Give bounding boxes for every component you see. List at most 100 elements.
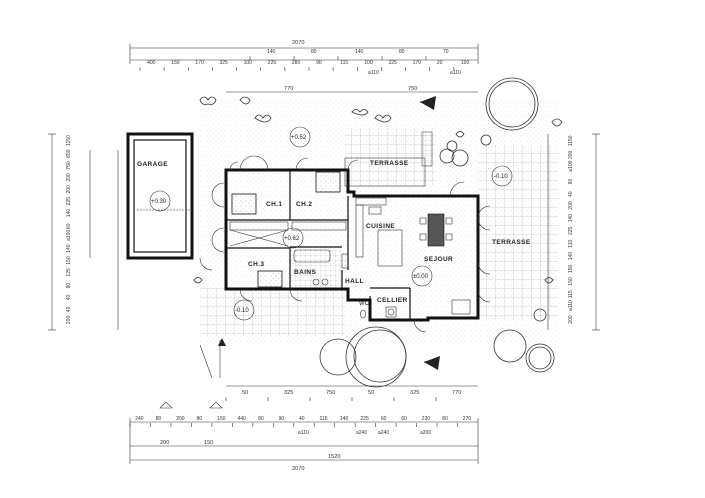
- chair-4: [445, 233, 453, 241]
- dim-bottom-row1-4: 80: [197, 416, 203, 422]
- room-label-cuisine: CUISINE: [366, 223, 395, 230]
- dim-bottom-row3-2: 150: [204, 440, 213, 446]
- dim-bottom-upper-2: 325: [284, 390, 293, 396]
- dim-left-12: 125: [66, 268, 72, 277]
- level-triangle-2: [209, 401, 223, 409]
- level-marker-west: [233, 299, 255, 321]
- room-label-ch1: CH.1: [266, 201, 282, 208]
- house-outer-wall: [224, 168, 480, 322]
- bathtub: [293, 249, 331, 263]
- terrace-south-tiles: [200, 288, 345, 336]
- hall-steps: [341, 253, 349, 269]
- dim-bottom-row1-8: 90: [279, 416, 285, 422]
- dim-top-row2-3: 170: [195, 60, 204, 66]
- dim-top-row2-6: 225: [268, 60, 277, 66]
- closet-cross-2: [229, 229, 289, 247]
- dim-bottom-row1-7: 80: [258, 416, 264, 422]
- dim-bottom-sub-3: a240: [378, 430, 389, 436]
- room-label-sejour: SEJOUR: [424, 256, 453, 263]
- dim-top-row2-8: 90: [316, 60, 322, 66]
- dim-bottom-sub-1: a110: [298, 430, 309, 436]
- level-terrace: -0.10: [494, 174, 508, 180]
- dim-right-5: 40: [568, 191, 574, 197]
- dim-bottom-total: 2070: [292, 466, 304, 472]
- dim-left-9: a100: [66, 230, 72, 241]
- wardrobe-ch1: [229, 221, 289, 231]
- bed-ch1: [231, 193, 257, 215]
- level-west: -0.10: [235, 308, 249, 314]
- dim-top-row2-14: 100: [461, 60, 470, 66]
- level-marker-north: [289, 126, 311, 148]
- dim-right-6: 200: [568, 201, 574, 210]
- dim-right-10: 140: [568, 252, 574, 261]
- level-marker-terrace: [491, 165, 513, 187]
- dim-bottom-upper-3: 750: [326, 390, 335, 396]
- dim-top-row2-2: 150: [171, 60, 180, 66]
- chair-2: [419, 233, 427, 241]
- north-arrow-bottom: [423, 356, 440, 370]
- wardrobe-ch2: [291, 221, 347, 231]
- room-label-terrasse-east: TERRASSE: [492, 239, 531, 246]
- dim-top-row2-11: 225: [389, 60, 398, 66]
- level-sejour: ±0.00: [413, 274, 429, 280]
- kitchen-counter-top: [355, 197, 387, 206]
- garage-inner: [133, 139, 187, 253]
- dim-top-row2-4: 325: [220, 60, 229, 66]
- dim-left-4: 200: [66, 173, 72, 182]
- dim-left-13: 90: [66, 283, 72, 289]
- pergola: [421, 131, 433, 167]
- dim-top-mid-1: 770: [284, 86, 293, 92]
- kitchen-sink: [368, 206, 382, 215]
- room-label-ch2: CH.2: [296, 201, 312, 208]
- dim-bottom-row1-15: 230: [422, 416, 431, 422]
- dim-left-7: 140: [66, 209, 72, 218]
- vegetation: [193, 77, 563, 388]
- dimension-lines-left: [48, 133, 119, 331]
- dim-right-2: 200: [568, 150, 574, 159]
- dining-table: [427, 213, 445, 247]
- dim-bottom-row3-3: 1520: [328, 454, 340, 460]
- garage-outline: [126, 132, 194, 260]
- room-label-cellier: CELLIER: [377, 297, 408, 304]
- terrace-north-border: [344, 157, 426, 187]
- dim-bottom-row1-13: 60: [381, 416, 387, 422]
- door-swings: [199, 155, 491, 333]
- dim-right-9: 110: [568, 240, 574, 248]
- dim-left-group: 115065075020020022514060a100140150125904…: [66, 135, 72, 324]
- dim-top-row1-3: 140: [355, 49, 364, 55]
- dim-bottom-row1-1: 240: [135, 416, 144, 422]
- chair-1: [419, 217, 427, 225]
- dim-top-row1-5: 70: [443, 49, 449, 55]
- level-north: +0.52: [291, 135, 307, 141]
- dim-left-6: 225: [66, 197, 72, 206]
- dim-right-7: 140: [568, 214, 574, 223]
- dim-left-16: 200: [66, 316, 72, 325]
- dim-right-3: a100: [568, 160, 574, 171]
- dim-top-row1-1: 140: [267, 49, 276, 55]
- terrace-north-tiles: [345, 128, 435, 186]
- dim-bottom-row1-12: 225: [360, 416, 369, 422]
- bath-sink-2: [321, 278, 329, 286]
- dim-left-15: 40: [66, 306, 72, 312]
- bath-sink-1: [312, 278, 320, 286]
- room-label-hall: HALL: [345, 278, 364, 285]
- dim-bottom-row3-1: 200: [160, 440, 169, 446]
- dim-right-4: 60: [568, 179, 574, 185]
- room-label-garage: GARAGE: [137, 161, 168, 168]
- dim-right-1: 1150: [568, 135, 574, 146]
- dim-bottom-sub-2: a240: [356, 430, 367, 436]
- dim-bottom-upper-4: 50: [368, 390, 374, 396]
- level-hall: +0.62: [284, 236, 300, 242]
- dim-bottom-row1-3: 200: [176, 416, 185, 422]
- dim-left-5: 200: [66, 185, 72, 194]
- cellier-appliance: [385, 306, 397, 318]
- chair-3: [445, 217, 453, 225]
- dim-bottom-upper-5: 325: [410, 390, 419, 396]
- dim-top-row2-9: 115: [340, 60, 348, 66]
- dim-bottom-row1-2: 80: [156, 416, 162, 422]
- dim-top-row2-12: 170: [413, 60, 422, 66]
- dim-bottom-row1-17: 270: [463, 416, 472, 422]
- kitchen-island: [377, 229, 403, 267]
- dim-bottom-upper-1: 50: [242, 390, 248, 396]
